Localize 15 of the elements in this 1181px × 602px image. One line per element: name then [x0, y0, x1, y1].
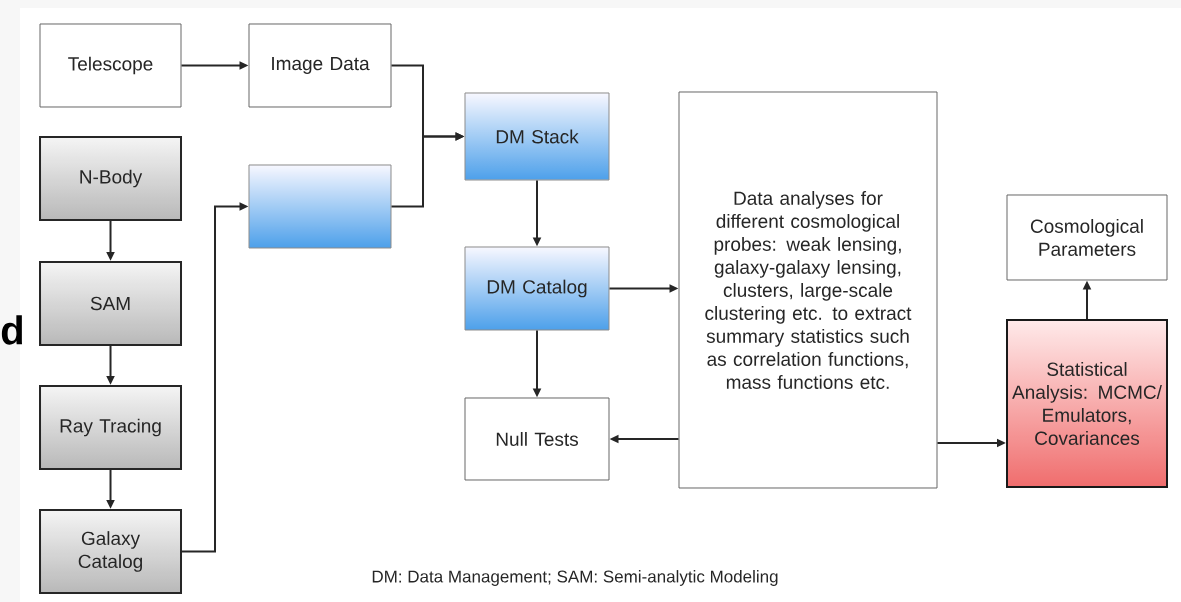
- caption: DM: Data Management; SAM: Semi-analytic Modeling: [372, 570, 778, 586]
- cut-off-letter: d: [1, 315, 22, 345]
- simulation-box: Ray Tracing: [39, 385, 182, 470]
- process-box: Data analyses for different cosmological probes: weak lensing, galaxy-galaxy lensing, clusters, large-scale clustering etc. to extract summary statistics such as correlation functions, mass functions etc.: [678, 91, 938, 489]
- processing-box: DM Catalog: [464, 246, 610, 331]
- box: [248, 164, 392, 249]
- process-box: Cosmological Parameters: [1006, 194, 1168, 281]
- analysis-box: Statistical Analysis: MCMC/ Emulators, Covariances: [1006, 319, 1168, 488]
- process-box: Image Data: [248, 23, 392, 108]
- process-box: Null Tests: [464, 397, 610, 481]
- simulation-box: Galaxy Catalog: [39, 509, 182, 594]
- simulation-box: N-Body: [39, 136, 182, 221]
- simulation-box: SAM: [39, 261, 182, 346]
- process-box: Telescope: [39, 23, 182, 108]
- processing-box: DM Stack: [464, 92, 610, 181]
